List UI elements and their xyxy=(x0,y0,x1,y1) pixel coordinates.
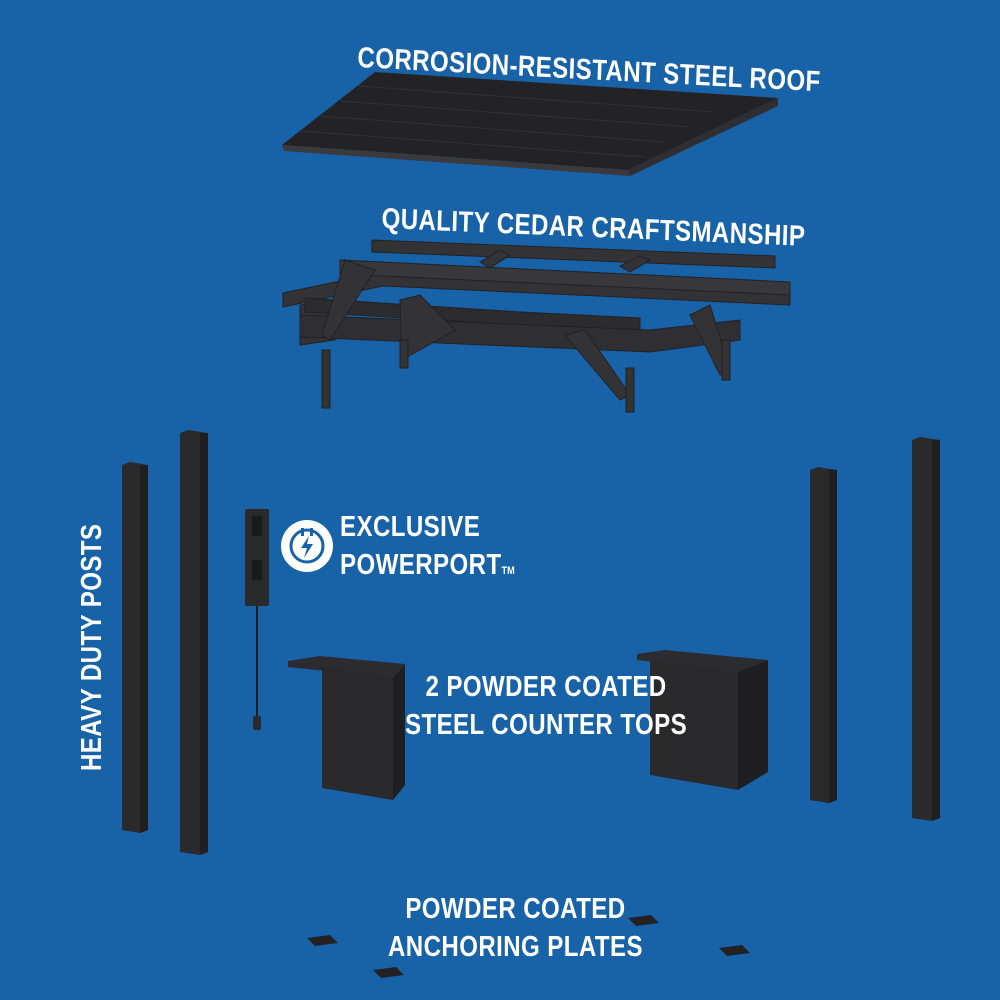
plates-line2: ANCHORING PLATES xyxy=(388,931,643,963)
counter-line2: STEEL COUNTER TOPS xyxy=(405,709,688,741)
counter-line1: 2 POWDER COATED xyxy=(425,671,667,703)
counter-tops-label: 2 POWDER COATED STEEL COUNTER TOPS xyxy=(405,668,687,744)
power-plug-icon xyxy=(281,520,333,572)
powerport-name: POWERPORT xyxy=(340,549,502,581)
powerport-unit xyxy=(245,509,269,730)
powerport-line2: POWERPORTTM xyxy=(340,546,515,590)
plates-line1: POWDER COATED xyxy=(405,893,626,925)
powerport-label: EXCLUSIVE POWERPORTTM xyxy=(340,508,515,590)
steel-roof xyxy=(282,72,778,176)
anchoring-plates-label: POWDER COATED ANCHORING PLATES xyxy=(388,890,643,966)
trademark-mark: TM xyxy=(501,565,515,577)
posts-label: HEAVY DUTY POSTS xyxy=(76,523,108,771)
cedar-frame xyxy=(282,239,791,413)
powerport-line1: EXCLUSIVE xyxy=(340,511,481,543)
anchoring-plates xyxy=(307,915,750,978)
posts xyxy=(122,430,940,855)
counter-tops xyxy=(288,650,768,800)
